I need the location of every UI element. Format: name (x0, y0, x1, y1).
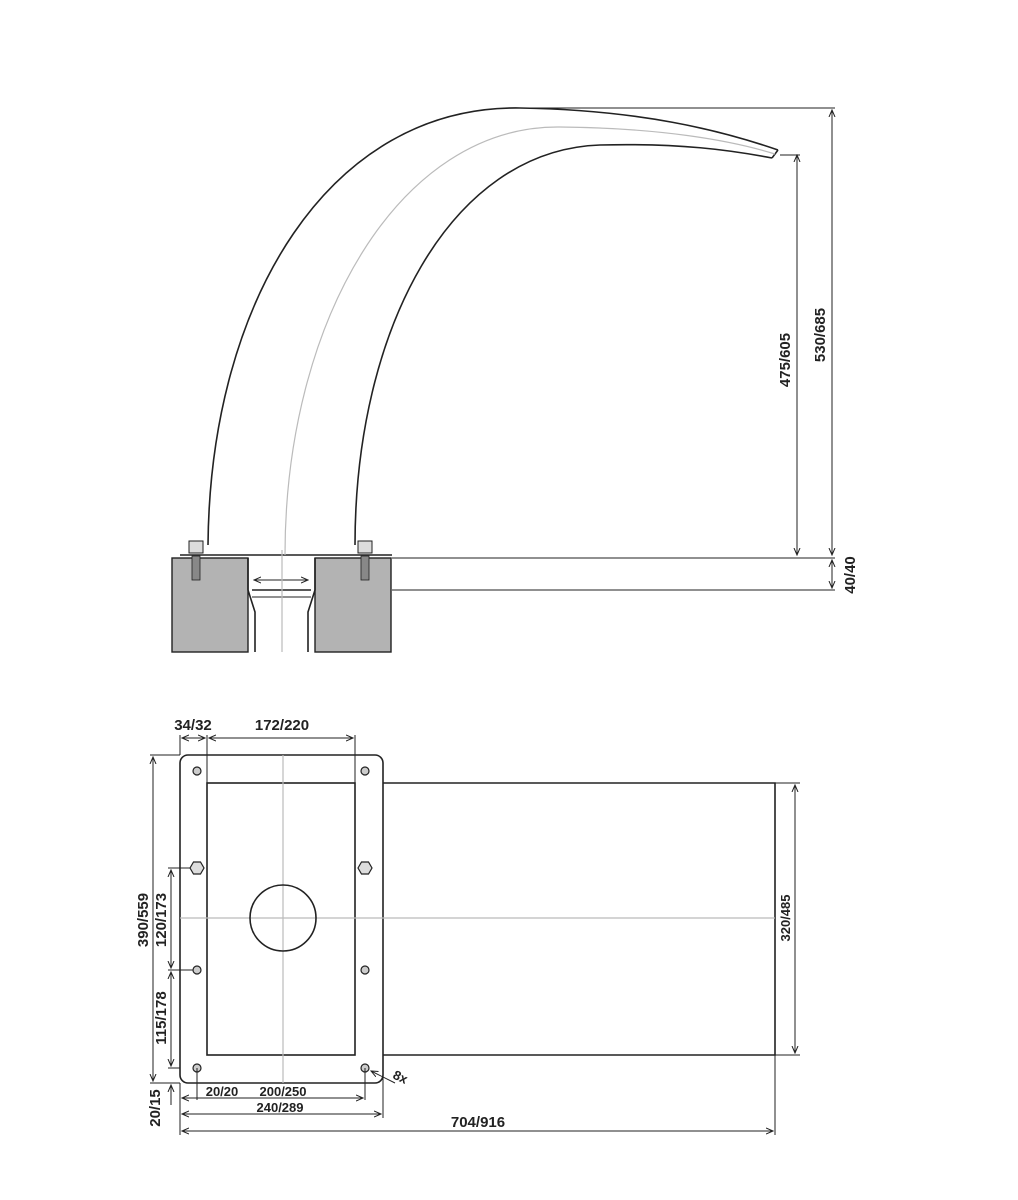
dim-spout-height: 475/605 (777, 333, 794, 387)
dim-plate-length: 390/559 (135, 893, 152, 947)
dim-edge-offset-x: 20/20 (206, 1084, 239, 1099)
dim-hole-spacing-x: 200/250 (260, 1084, 307, 1099)
dim-hole-spacing-lower: 115/178 (153, 991, 170, 1044)
dim-total-length: 704/916 (451, 1114, 505, 1131)
dim-inner-width: 172/220 (255, 717, 309, 734)
dim-total-height: 530/685 (812, 308, 829, 362)
dim-trough-width: 320/485 (778, 895, 793, 942)
side-view: 475/605 530/685 40/40 (171, 107, 859, 653)
concrete-base (171, 554, 392, 653)
dim-plate-width: 240/289 (257, 1100, 304, 1115)
dim-base-height: 40/40 (842, 556, 859, 594)
bolt-nuts (189, 861, 373, 875)
mounting-plate (179, 754, 384, 1084)
spout (207, 107, 779, 652)
trough (383, 782, 776, 1056)
side-dimensions: 475/605 530/685 40/40 (392, 107, 859, 594)
outlet-hole (249, 884, 317, 952)
mounting-holes (192, 766, 370, 1073)
dim-hole-spacing-upper: 120/173 (153, 893, 170, 947)
anchor-bolt-right (357, 540, 373, 581)
dim-flange-width: 34/32 (174, 717, 212, 734)
top-dimensions: 34/32 172/220 390/559 120/173 115/178 20… (135, 717, 800, 1135)
dim-hole-count: 8x (391, 1067, 411, 1087)
inner-frame (206, 782, 356, 1056)
dim-edge-offset-y: 20/15 (147, 1089, 164, 1127)
anchor-bolt-left (188, 540, 204, 581)
top-view: 34/32 172/220 390/559 120/173 115/178 20… (135, 717, 800, 1135)
